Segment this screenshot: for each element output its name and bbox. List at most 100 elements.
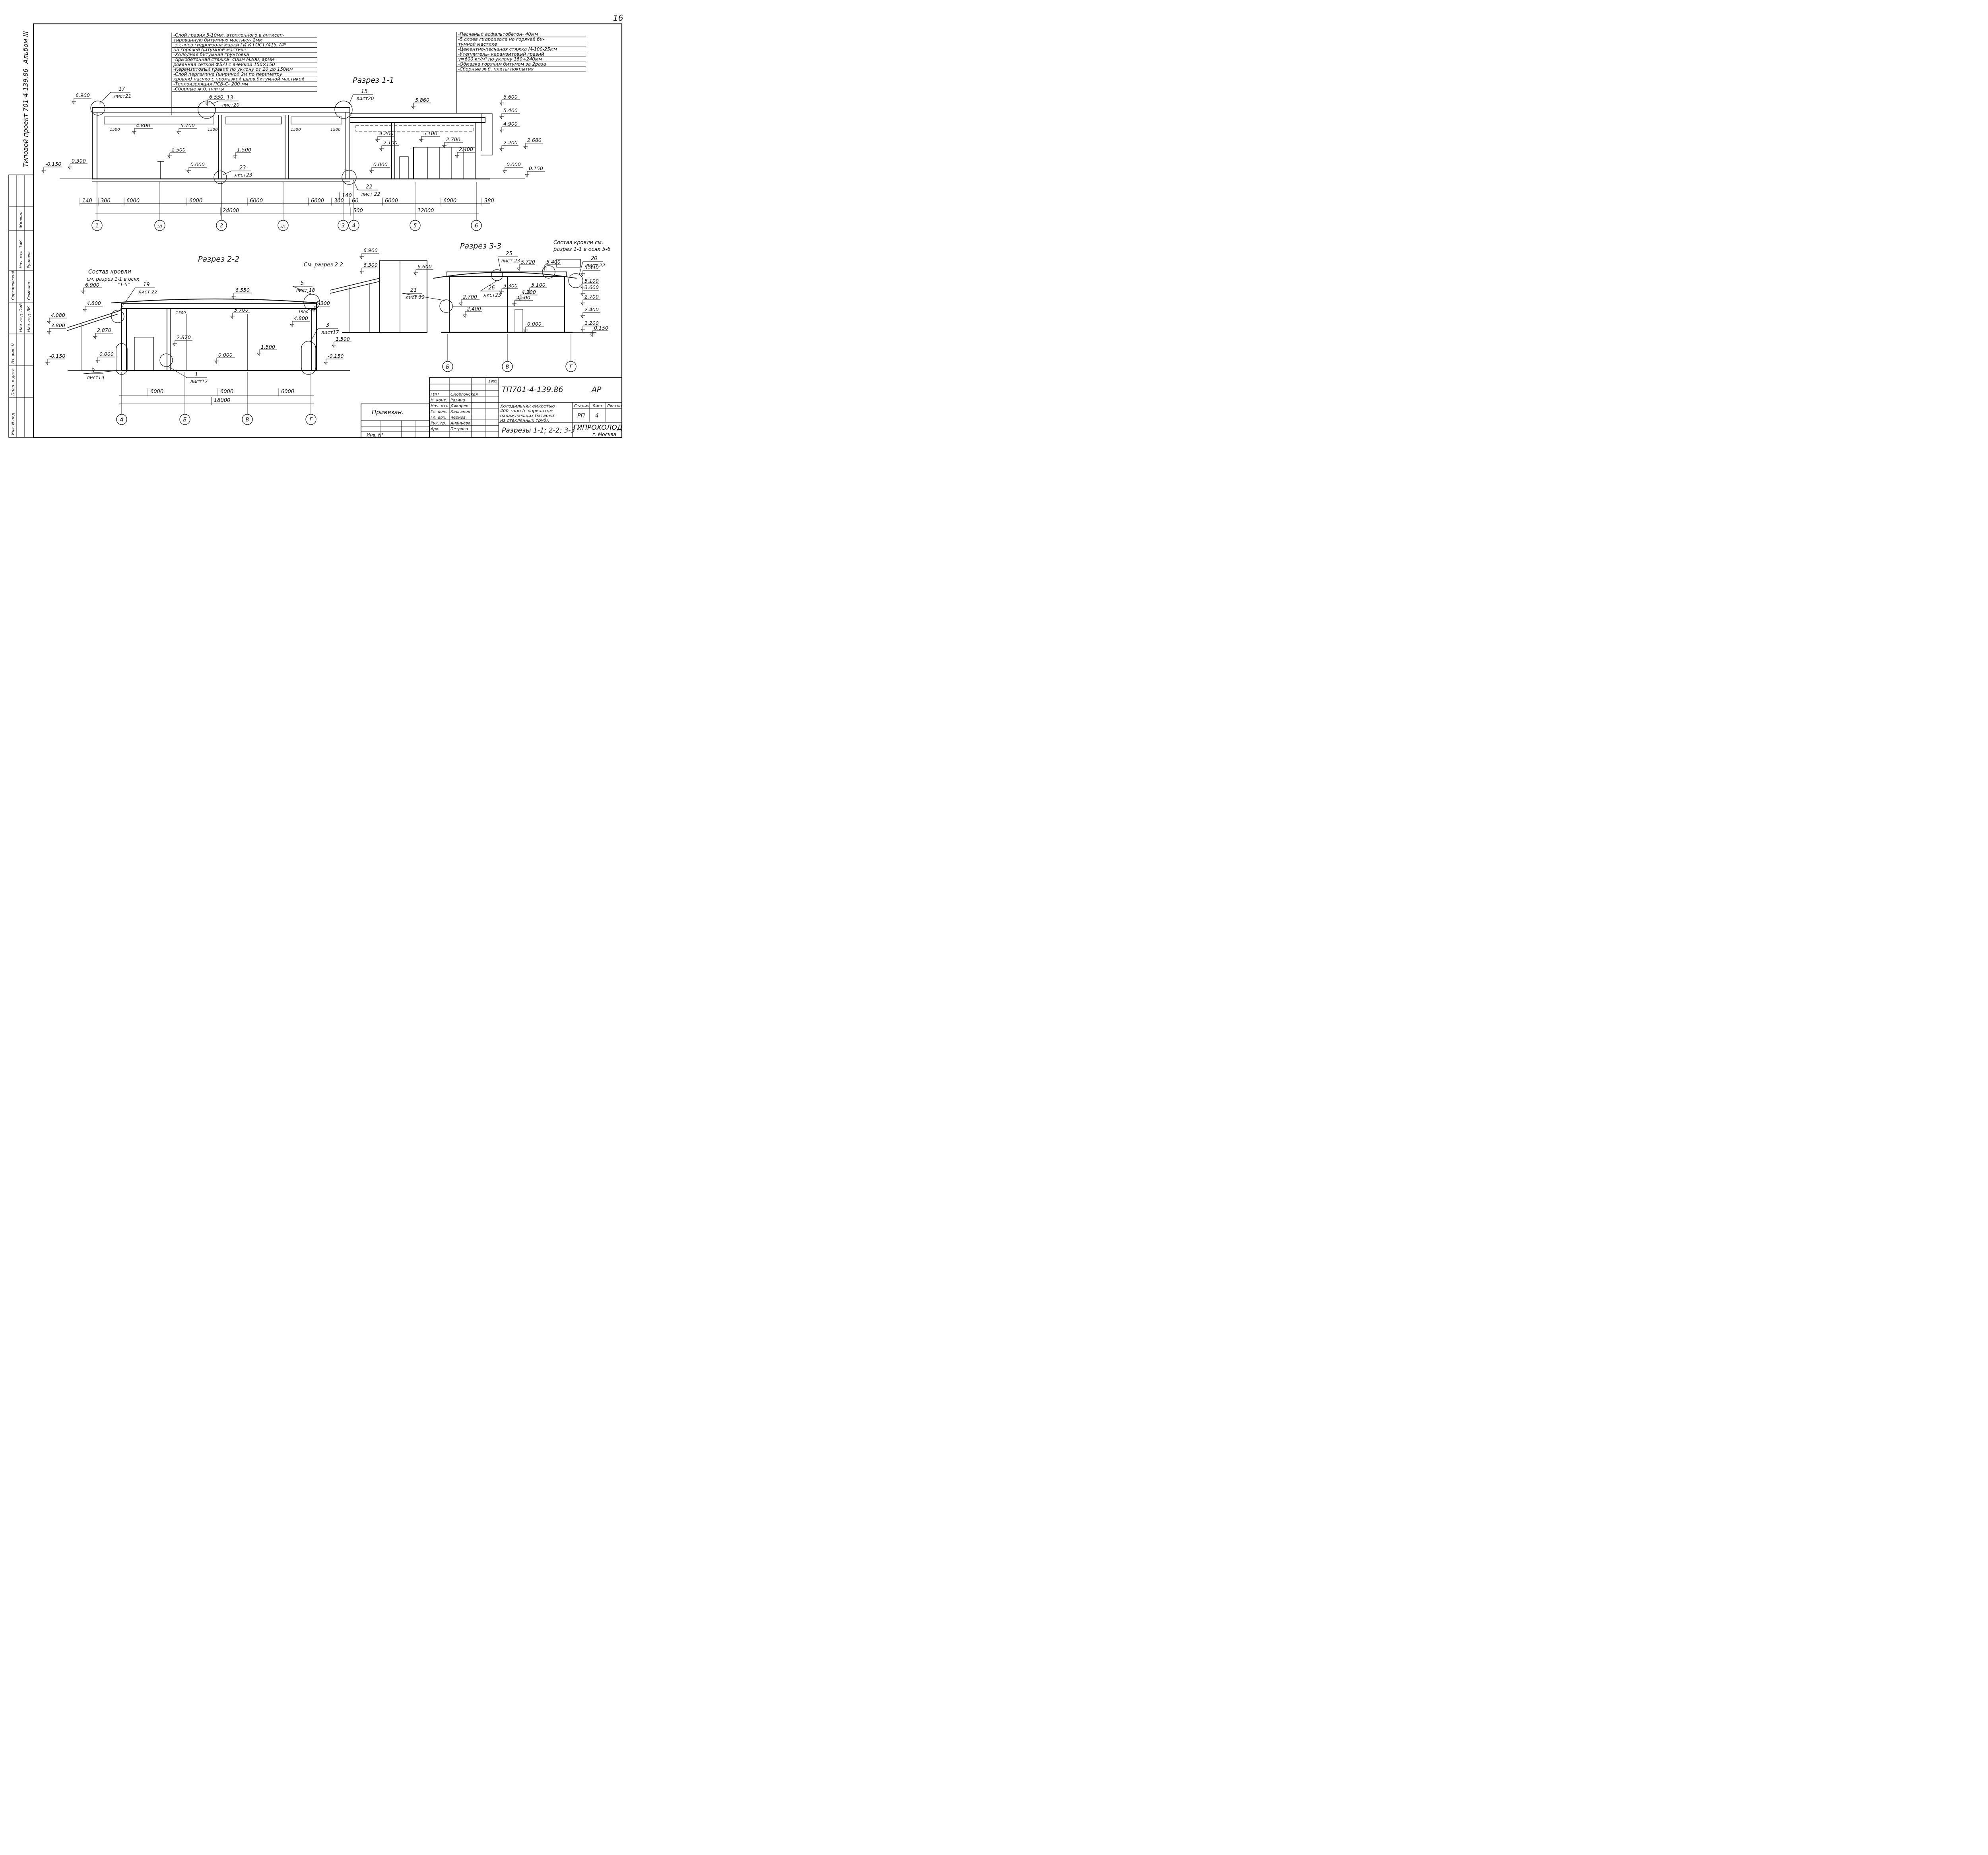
composition-line: -Цементно-песчаная стяжка М-100-25мм [458,47,557,52]
level-value: 1.500 [171,147,186,153]
level-value: 2.500 [516,295,530,301]
roof-arch [111,298,318,304]
level-value: 0.150 [529,165,543,171]
dimension-value: 6000 [311,198,324,204]
level-mark [45,359,50,365]
level-mark [132,128,136,135]
level-mark [580,300,585,306]
dimension-value: 18000 [214,398,230,404]
level-value: 0.000 [373,161,388,167]
level-value: 6.550 [209,94,223,100]
level-value: 5.700 [234,307,248,313]
grid-axis-label: Г [309,417,313,423]
level-value: 5.100 [423,130,437,136]
level-mark [419,136,423,143]
grid-axis-label: 5 [414,223,417,229]
level-value: 6.300 [363,262,378,268]
callout-sheet: лист 22 [361,191,380,197]
callout-sheet: лист17 [190,379,208,384]
level-value: 0.000 [99,351,114,357]
stamp-row-ov: Нач. отд. ОиВ [19,303,23,332]
level-value: 2.680 [527,137,542,143]
level-value: 6.600 [503,94,518,100]
level-mark [81,288,85,294]
callout-sheet: лист19 [86,375,104,380]
level-value: 1.500 [237,147,251,153]
composition-line: -Утеплитель- керамзитовый гравий [458,51,544,57]
level-value: 2.400 [584,307,599,312]
level-mark [523,327,528,333]
tb-name: Разина [450,398,465,403]
grid-axis-marker [502,361,513,372]
composition-line: -Армобетонная стяжка- 40мм М200, арми- [173,57,276,62]
tb-year: 1985 [488,380,497,384]
section-1-1-title: Разрез 1-1 [353,76,394,85]
callout-sheet: лист17 [321,330,339,335]
tb-role: Нач. отд. [431,404,450,408]
dimension-value: 300 [334,198,344,204]
level-mark [462,312,467,318]
side-stamp-frame [8,175,34,438]
tb-role: ГИП [431,392,439,397]
grid-axis-marker [348,220,359,231]
level-mark [323,359,328,365]
roof-composition-right: -Песчаный асфальтобетон- 40мм-5 слоев ги… [456,31,586,72]
level-mark [214,358,219,364]
level-mark [47,318,51,324]
dimension-value: 380 [484,198,494,204]
level-mark [502,167,507,174]
tb-name: Дикарев [450,404,468,408]
level-mark [82,306,87,312]
tb-sheet: 4 [595,413,599,419]
callout-number: 21 [410,287,417,293]
stamp-name-3: Руновов [27,251,31,268]
grid-axis-marker [565,361,577,372]
dimension-value: 6000 [250,198,263,204]
level-mark [93,333,97,340]
level-value: -0.150 [49,353,65,359]
grid-axis-label: Б [183,417,187,423]
tb-name: Петрова [450,427,468,431]
level-mark [311,306,316,312]
callout-number: 1 [195,372,198,378]
level-value: 4.800 [136,122,150,128]
stamp-name-2: Семенов [27,282,31,300]
tb-stage: РП [577,413,585,419]
callout-sheet: лист 22 [405,295,425,300]
roof-composition-left: -Слой гравия 5-10мм, втопленного в антис… [172,32,317,92]
level-value: 2.100 [383,140,398,146]
stamp-row-sign: Подп. и дата [11,369,16,396]
level-mark [580,270,585,277]
composition-line: -Сборные ж.б. плиты покрытия [458,66,534,72]
grid-axis-marker [154,220,165,231]
level-mark [580,326,585,332]
tb-sheets-header: Листов [606,404,621,408]
level-mark [167,153,172,159]
level-value: 2.400 [467,306,481,312]
level-mark [41,167,46,173]
level-value: 4.800 [294,315,308,321]
composition-line: тированную битумную мастику- 2мм [173,37,263,43]
level-value: 2.700 [446,136,460,142]
callout-number: 17 [118,86,125,92]
level-value: 5.340 [584,264,599,270]
tb-role: Н. конт. [431,398,447,403]
callout-number: 19 [143,282,150,288]
level-value: 4.200 [522,289,536,295]
tb-sheet-header: Лист [592,404,603,408]
level-value: 2.400 [459,146,473,152]
dimension-value: 6000 [220,389,233,395]
span-label-4: 1500 [330,128,340,132]
callout-number: 20 [591,256,598,262]
s2-span-label-2: 1500 [298,310,308,314]
level-value: 3.300 [503,283,518,289]
level-mark [458,300,463,306]
level-mark [517,295,522,301]
s3-composition-1: Состав кровли см. [553,240,603,246]
grid-axis-label: В [246,417,249,423]
composition-line: γ=600 кг/м³ по уклону 150÷240мм [458,56,542,62]
level-mark [499,113,504,120]
tb-role: Гл. конс. [431,410,449,414]
level-value: 4.200 [379,130,394,136]
